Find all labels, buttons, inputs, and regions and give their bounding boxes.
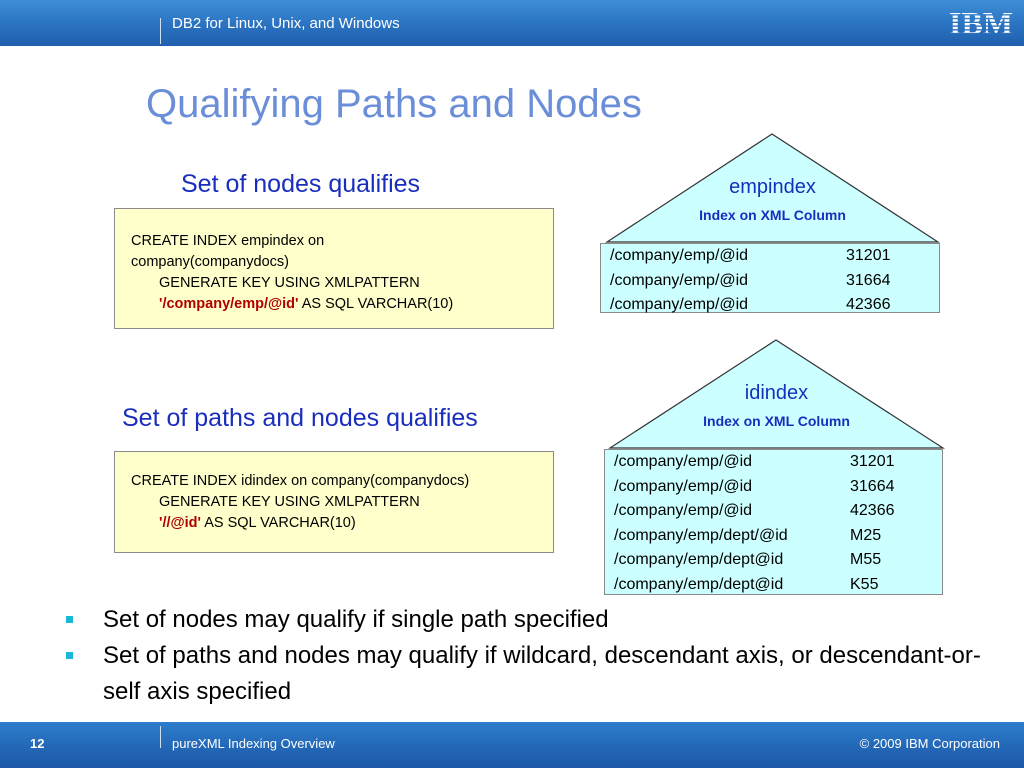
code-line: GENERATE KEY USING XMLPATTERN [159, 494, 420, 510]
code-line: GENERATE KEY USING XMLPATTERN [159, 275, 420, 291]
slide-title: Qualifying Paths and Nodes [146, 82, 642, 126]
header-title: DB2 for Linux, Unix, and Windows [172, 15, 400, 32]
index-subtitle: Index on XML Column [703, 413, 850, 429]
code-pattern: '//@id' [159, 515, 201, 531]
code-line: CREATE INDEX idindex on company(companyd… [131, 473, 470, 489]
idindex-house: idindex Index on XML Column [608, 338, 945, 450]
bullet-square-icon [66, 616, 73, 623]
section2-heading: Set of paths and nodes qualifies [122, 404, 478, 432]
bullet-list: Set of nodes may qualify if single path … [66, 602, 996, 710]
copyright: © 2009 IBM Corporation [859, 736, 1000, 751]
index-subtitle: Index on XML Column [699, 207, 846, 223]
footer-separator [160, 726, 161, 748]
code-line: '/company/emp/@id' AS SQL VARCHAR(10) [131, 294, 543, 315]
header-separator [160, 18, 161, 44]
index-name: empindex [729, 176, 816, 198]
index-name: idindex [744, 382, 809, 404]
page-number: 12 [30, 736, 45, 751]
ibm-logo-icon: IBM [945, 8, 1017, 38]
code-line: '//@id' AS SQL VARCHAR(10) [131, 513, 543, 534]
list-item: Set of paths and nodes may qualify if wi… [66, 638, 996, 710]
code-suffix: AS SQL VARCHAR(10) [200, 515, 356, 531]
code-suffix: AS SQL VARCHAR(10) [298, 296, 454, 312]
footer-bar: 12 pureXML Indexing Overview © 2009 IBM … [0, 722, 1024, 768]
list-item: Set of nodes may qualify if single path … [66, 602, 996, 638]
header-bar: DB2 for Linux, Unix, and Windows IBM [0, 0, 1024, 46]
section2-code-box: CREATE INDEX idindex on company(companyd… [114, 451, 554, 553]
empindex-house: empindex Index on XML Column [605, 132, 940, 244]
svg-text:IBM: IBM [949, 8, 1013, 38]
footer-title: pureXML Indexing Overview [172, 736, 335, 751]
code-pattern: '/company/emp/@id' [159, 296, 299, 312]
section1-code-box: CREATE INDEX empindex on company(company… [114, 208, 554, 329]
bullet-square-icon [66, 652, 73, 659]
code-line: CREATE INDEX empindex on company(company… [131, 233, 325, 270]
section1-heading: Set of nodes qualifies [181, 170, 421, 198]
